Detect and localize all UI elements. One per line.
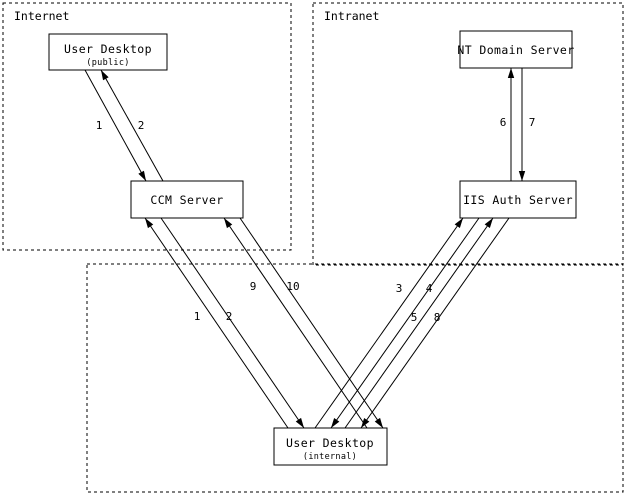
step-labels-layer: 1 2 6 7 1 2 9 10 3 4 5 8 xyxy=(96,116,536,324)
step-label-flow-3: 3 xyxy=(396,282,403,295)
node-subtitle-user-desktop-public: (public) xyxy=(86,58,129,68)
arrow-head-flow-10 xyxy=(374,417,383,428)
node-title-nt-domain-server: NT Domain Server xyxy=(457,43,574,57)
flow-line-flow-2-internal xyxy=(160,217,305,429)
arrow-head-flow-9 xyxy=(224,218,233,229)
arrow-head-flow-6 xyxy=(507,68,515,78)
node-title-user-desktop-internal: User Desktop xyxy=(286,436,374,450)
node-title-iis-auth-server: IIS Auth Server xyxy=(463,193,573,207)
zone-label-intranet: Intranet xyxy=(324,9,379,23)
zone-intranet: Intranet xyxy=(312,2,624,266)
node-ccm-server[interactable]: CCM Server xyxy=(130,180,244,219)
step-label-flow-1-public: 1 xyxy=(96,119,103,132)
arrow-head-flow-8 xyxy=(361,417,370,428)
zone-boundary-intranet xyxy=(312,2,624,266)
flow-line-flow-3 xyxy=(314,217,464,429)
flow-flow-2-internal xyxy=(160,217,305,429)
step-label-flow-2-internal: 2 xyxy=(226,310,233,323)
flow-flow-2-public xyxy=(100,69,164,182)
flow-flow-10 xyxy=(239,217,384,429)
step-label-flow-1-internal: 1 xyxy=(194,310,201,323)
arrow-head-flow-1-internal xyxy=(145,218,154,229)
node-nt-domain-server[interactable]: NT Domain Server xyxy=(457,30,574,69)
flow-arrows-layer xyxy=(84,68,526,429)
flow-line-flow-2-public xyxy=(100,69,164,182)
zone-boundary-internal xyxy=(86,263,624,493)
node-box-ccm-server[interactable] xyxy=(130,180,244,219)
step-label-flow-4: 4 xyxy=(426,282,433,295)
node-iis-auth-server[interactable]: IIS Auth Server xyxy=(459,180,577,219)
arrow-head-flow-5 xyxy=(484,218,493,229)
arrow-head-flow-1-public xyxy=(138,170,146,181)
arrow-head-flow-4 xyxy=(331,417,340,428)
flow-flow-8 xyxy=(360,217,510,429)
zone-internet: Internet xyxy=(2,2,292,251)
node-title-user-desktop-public: User Desktop xyxy=(64,42,152,56)
node-boxes-layer: User Desktop (public) CCM Server NT Domain … xyxy=(48,30,577,466)
node-box-user-desktop-internal[interactable] xyxy=(273,427,388,466)
arrow-head-flow-3 xyxy=(454,218,463,229)
step-label-flow-7: 7 xyxy=(529,116,536,129)
flow-line-flow-8 xyxy=(360,217,510,429)
flow-line-flow-10 xyxy=(239,217,384,429)
node-title-ccm-server: CCM Server xyxy=(150,193,223,207)
node-box-nt-domain-server[interactable] xyxy=(459,30,573,69)
node-box-user-desktop-public[interactable] xyxy=(48,33,168,71)
step-label-flow-5: 5 xyxy=(411,311,418,324)
node-user-desktop-internal[interactable]: User Desktop (internal) xyxy=(273,427,388,466)
step-label-flow-8: 8 xyxy=(434,311,441,324)
flow-flow-7 xyxy=(518,68,526,181)
arrow-head-flow-2-internal xyxy=(295,417,304,428)
flow-line-flow-1-public xyxy=(84,69,147,182)
arrow-head-flow-2-public xyxy=(101,70,109,81)
flow-flow-1-internal xyxy=(144,217,289,429)
zone-boundary-internet xyxy=(2,2,292,251)
flow-line-flow-4 xyxy=(330,217,480,429)
step-label-flow-9: 9 xyxy=(250,280,257,293)
node-subtitle-user-desktop-internal: (internal) xyxy=(303,452,357,462)
flow-flow-1-public xyxy=(84,69,147,182)
step-label-flow-10: 10 xyxy=(286,280,299,293)
node-box-iis-auth-server[interactable] xyxy=(459,180,577,219)
step-label-flow-6: 6 xyxy=(500,116,507,129)
flow-flow-4 xyxy=(330,217,480,429)
flow-flow-3 xyxy=(314,217,464,429)
flow-line-flow-9 xyxy=(223,217,368,429)
flow-line-flow-5 xyxy=(344,217,494,429)
node-user-desktop-public[interactable]: User Desktop (public) xyxy=(48,33,168,71)
zone-internal xyxy=(86,263,624,493)
flow-flow-9 xyxy=(223,217,368,429)
flow-line-flow-1-internal xyxy=(144,217,289,429)
zone-label-internet: Internet xyxy=(14,9,69,23)
flow-flow-6 xyxy=(507,68,515,181)
step-label-flow-2-public: 2 xyxy=(138,119,145,132)
arrow-head-flow-7 xyxy=(518,171,526,181)
flow-flow-5 xyxy=(344,217,494,429)
